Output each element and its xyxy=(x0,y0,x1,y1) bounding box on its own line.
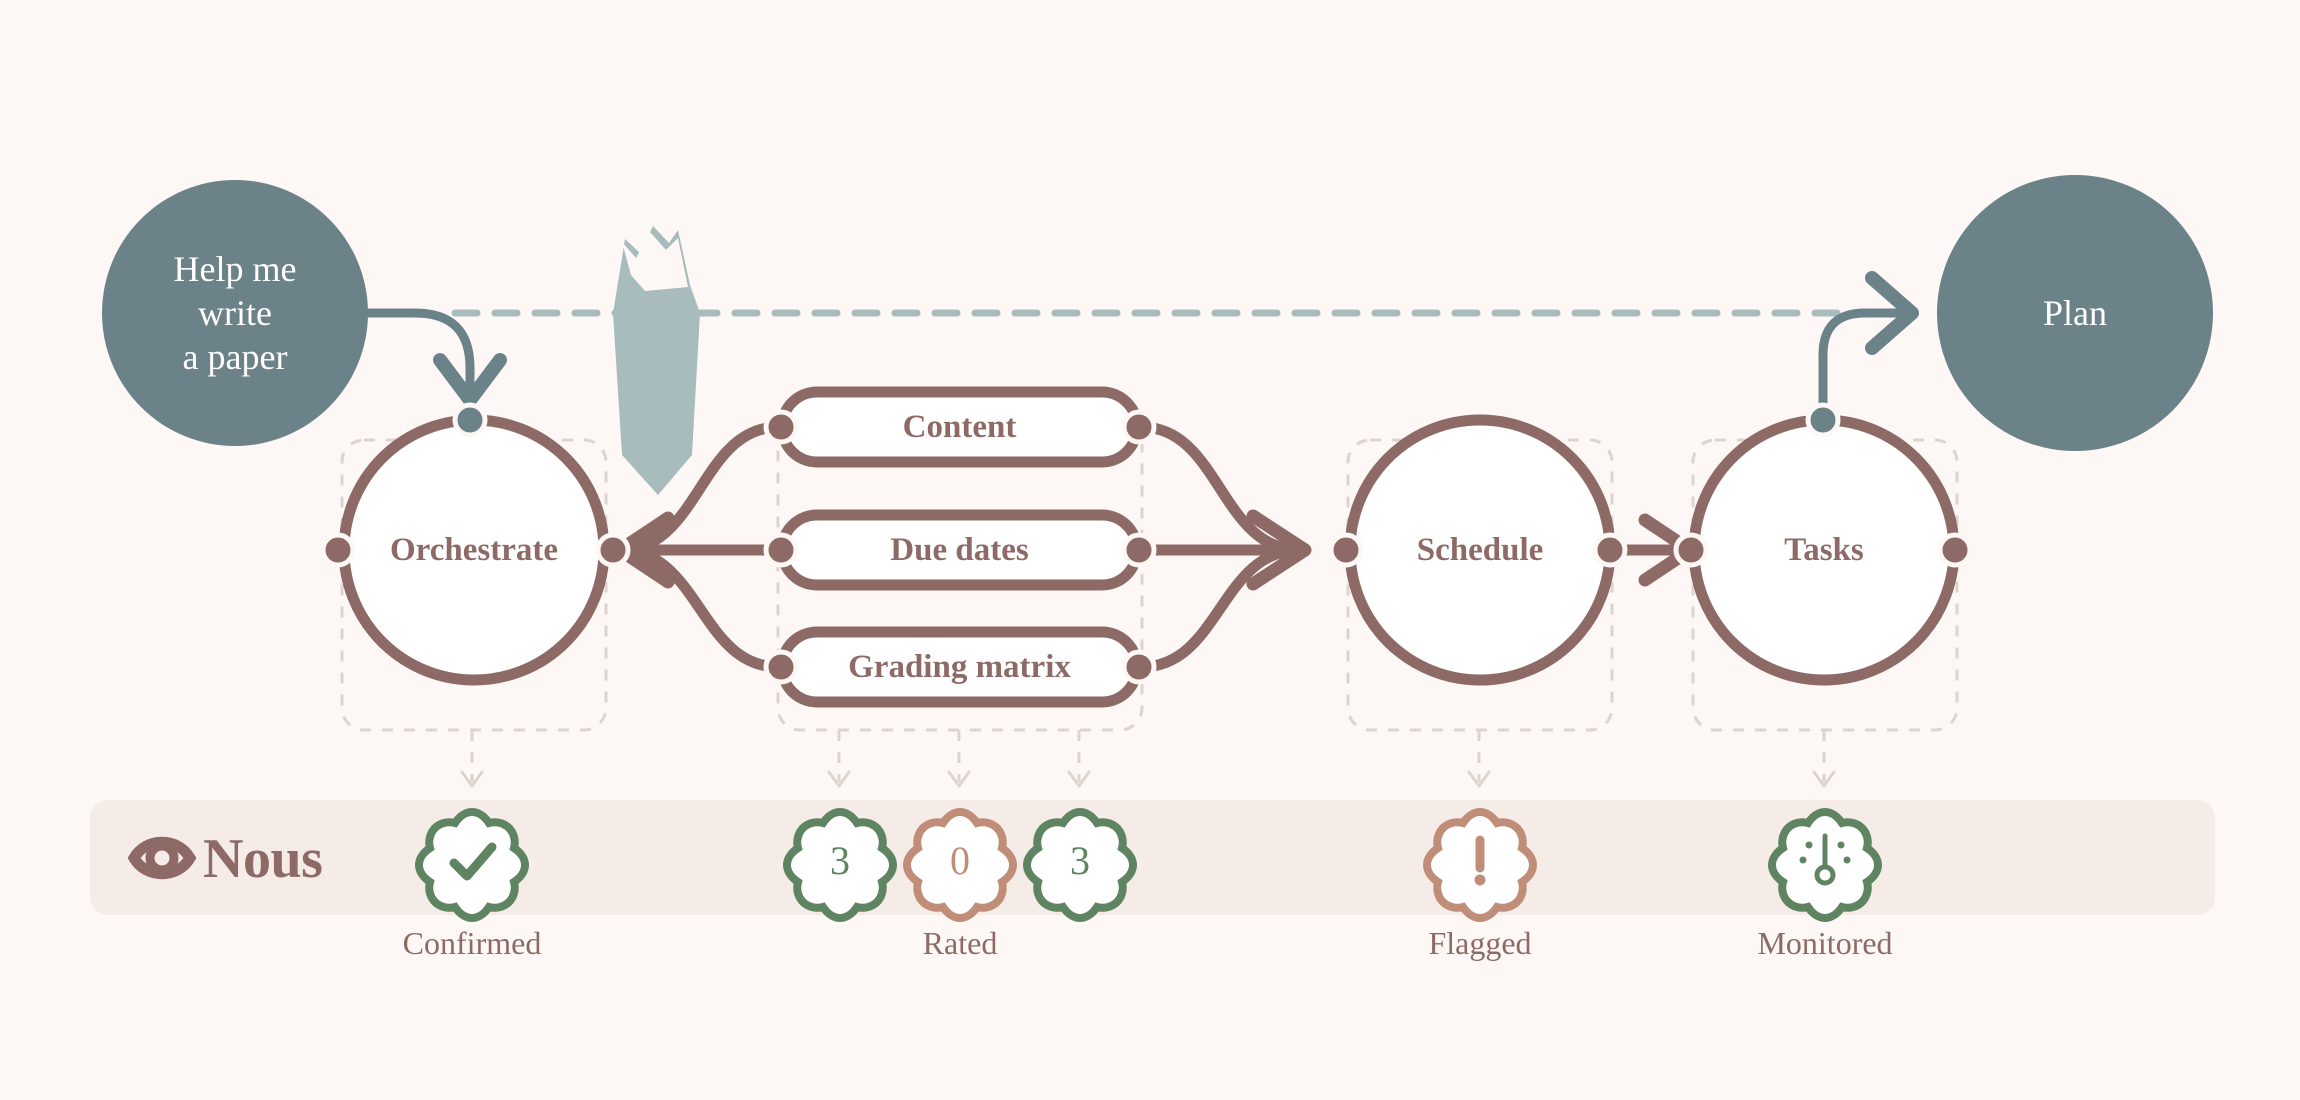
drop-arrows xyxy=(470,730,1826,782)
artifact-pills xyxy=(776,386,1143,708)
badge-rated-1[interactable]: 3 xyxy=(782,807,898,923)
drop-arrowheads xyxy=(460,770,1836,788)
badge-value: 3 xyxy=(1070,838,1090,883)
exclamation-icon xyxy=(1474,835,1486,886)
port-dot-tasks-right xyxy=(1937,532,1973,568)
port-dot-tasks-left xyxy=(1673,532,1709,568)
output-node-circle[interactable] xyxy=(1937,175,2213,451)
port-dot-tasks-top xyxy=(1805,402,1841,438)
badge-confirmed[interactable] xyxy=(414,807,530,923)
port-dot-schedule-right xyxy=(1592,532,1628,568)
tasks-to-plan-connector xyxy=(1818,271,1919,416)
mauve-edges xyxy=(613,421,1697,673)
input-to-orchestrate-connector xyxy=(355,308,507,407)
port-dot-due-dates-right xyxy=(1121,532,1157,568)
port-dot-content-left xyxy=(763,409,799,445)
stage-circle-orchestrate[interactable] xyxy=(338,414,610,686)
port-dot-grading-left xyxy=(763,649,799,685)
badge-value: 0 xyxy=(950,838,970,883)
stage-circle-tasks[interactable] xyxy=(1688,414,1960,686)
stage-circle-schedule[interactable] xyxy=(1344,414,1616,686)
input-node-circle[interactable] xyxy=(102,180,368,446)
check-icon xyxy=(449,842,497,881)
artifact-pill-grading-matrix[interactable] xyxy=(776,626,1143,708)
port-dot-schedule-left xyxy=(1328,532,1364,568)
gauge-icon xyxy=(1799,833,1851,886)
badge-monitored[interactable] xyxy=(1767,807,1883,923)
badge-flagged[interactable] xyxy=(1422,807,1538,923)
eye-icon xyxy=(127,836,197,880)
badge-value: 3 xyxy=(830,838,850,883)
port-dot-due-dates-left xyxy=(763,532,799,568)
port-dot-orchestrate-left xyxy=(320,532,356,568)
port-dot-orchestrate-top xyxy=(452,402,488,438)
port-dot-grading-right xyxy=(1121,649,1157,685)
artifact-pill-due-dates[interactable] xyxy=(776,509,1143,591)
port-dots xyxy=(320,402,1973,685)
badge-rated-3[interactable]: 3 xyxy=(1022,807,1138,923)
observability-band xyxy=(90,800,2215,915)
badge-rated-2[interactable]: 0 xyxy=(902,807,1018,923)
port-dot-content-right xyxy=(1121,409,1157,445)
artifact-pill-content[interactable] xyxy=(776,386,1143,468)
iceberg-icon xyxy=(613,226,700,495)
port-dot-orchestrate-right xyxy=(595,532,631,568)
